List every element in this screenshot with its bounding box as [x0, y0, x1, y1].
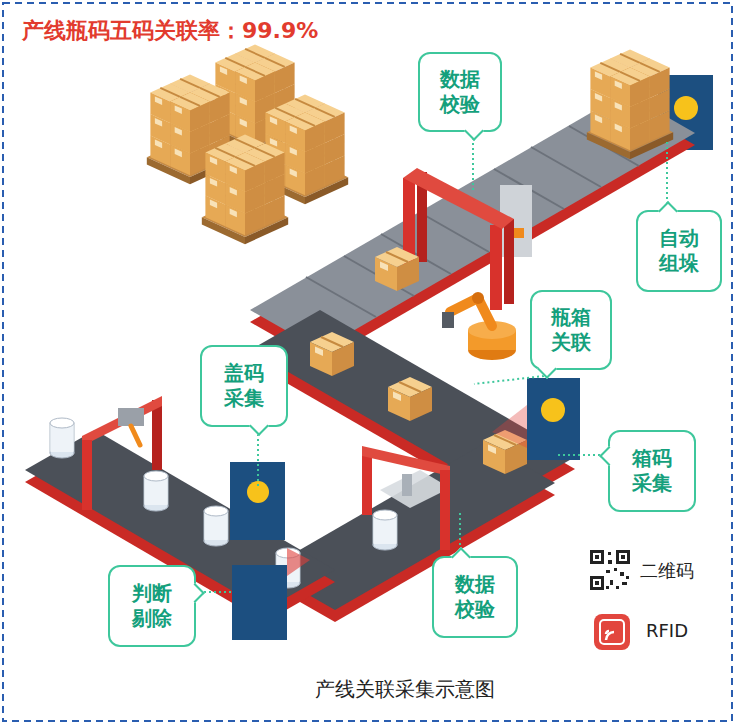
reject-panel: [232, 548, 310, 640]
qr-code-icon: [590, 550, 630, 590]
pallet-stack: [587, 49, 673, 159]
callout-label: 数据 校验: [453, 572, 497, 622]
cartons: [310, 247, 527, 474]
callout-box: 盖码 采集: [200, 345, 288, 427]
pallet-stacks: [147, 44, 348, 244]
callout-pointer: [599, 446, 619, 466]
callout-pointer: [658, 201, 678, 221]
caption-holder: 产线关联采集示意图: [315, 676, 495, 703]
legend-entry: 二维码: [640, 559, 694, 583]
check-gantry: [362, 446, 450, 550]
callout-label: 判断 剔除: [130, 581, 174, 631]
callout-label: 盖码 采集: [222, 361, 266, 411]
legend-label: 二维码: [640, 559, 694, 583]
cap-gantry: [82, 396, 162, 470]
callout-pointer: [249, 416, 269, 436]
callout-label: 自动 组垛: [657, 226, 701, 276]
caption: 产线关联采集示意图: [315, 676, 495, 703]
top-gantry: [403, 168, 532, 310]
callout-box: 自动 组垛: [636, 210, 722, 292]
callout-box: 瓶箱 关联: [530, 290, 612, 370]
callout-box: 数据 校验: [432, 556, 518, 638]
conveyors: [25, 93, 695, 622]
gantry-post: [82, 440, 92, 510]
callout-pointer: [537, 359, 557, 379]
legend-entry: RFID: [646, 620, 688, 641]
rfid-icon: [594, 614, 630, 650]
qr-panel: [230, 462, 285, 540]
callout-pointer: [451, 547, 471, 567]
callout-pointer: [185, 583, 205, 603]
legend-label: RFID: [646, 620, 688, 641]
callout-label: 瓶箱 关联: [549, 305, 593, 355]
title: 产线瓶码五码关联率：99.9%: [22, 16, 318, 46]
callout-box: 箱码 采集: [608, 430, 696, 512]
callout-pointer: [465, 121, 485, 141]
rfid-panel: [492, 378, 580, 460]
robot-arm: [442, 292, 516, 360]
dashed-frame: [3, 3, 732, 721]
bottles: [50, 418, 397, 588]
callout-label: 箱码 采集: [630, 446, 674, 496]
callout-box: 数据 校验: [418, 52, 502, 132]
callout-box: 判断 剔除: [108, 565, 196, 647]
callout-label: 数据 校验: [438, 67, 482, 117]
title-holder: 产线瓶码五码关联率：99.9%: [22, 16, 318, 46]
